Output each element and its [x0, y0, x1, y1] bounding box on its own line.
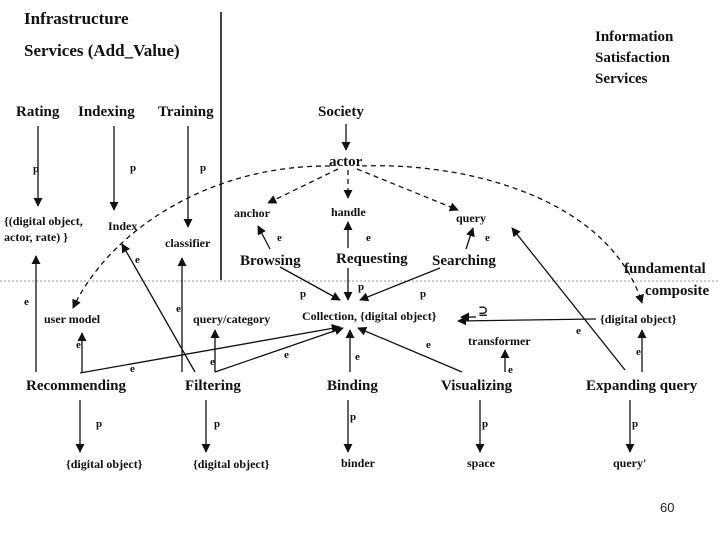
edge-actor-to-dobj-right [361, 165, 644, 304]
node-filtering: Filtering [185, 378, 241, 394]
node-query: query [456, 211, 486, 225]
edge-browsing-to-collection [279, 266, 341, 301]
heading-infrastructure: Infrastructure [24, 9, 129, 28]
edge-label-e: e [130, 363, 135, 375]
heading-satisfaction: Satisfaction [595, 50, 671, 66]
edge-label-p: p [420, 288, 426, 300]
edge-label-e: e [277, 232, 282, 244]
superset-symbol: ⊇ [478, 304, 488, 318]
node-query-prime: query' [613, 456, 646, 470]
edge-browsing-to-anchor [257, 225, 271, 250]
edge-label-p: p [358, 281, 364, 293]
edge-expanding-to-query [511, 227, 626, 371]
node-requesting: Requesting [336, 251, 408, 267]
edge-label-e: e [366, 232, 371, 244]
edge-label-e: e [24, 296, 29, 308]
edge-label-e: e [576, 325, 581, 337]
edge-label-e: e [485, 232, 490, 244]
edge-label-p: p [96, 418, 102, 430]
node-expanding-query: Expanding query [586, 378, 698, 394]
edge-label-p: p [33, 163, 39, 175]
node-output-recommending: {digital object} [66, 457, 143, 471]
edge-label-p: p [350, 411, 356, 423]
node-query-category: query/category [193, 312, 270, 326]
edge-label-p: p [214, 418, 220, 430]
label-composite: composite [645, 283, 709, 299]
node-handle: handle [331, 205, 366, 219]
edge-label-e: e [176, 303, 181, 315]
node-index: Index [108, 219, 137, 233]
node-dobj-right: {digital object} [600, 312, 677, 326]
heading-information: Information [595, 29, 674, 45]
node-binder: binder [341, 456, 376, 470]
node-training: Training [158, 104, 214, 120]
heading-services: Services [595, 71, 648, 87]
node-binding: Binding [327, 378, 378, 394]
edge-label-p: p [482, 418, 488, 430]
node-actor: actor [329, 154, 363, 170]
node-searching: Searching [432, 253, 496, 269]
node-dobj-actor-rate: {(digital object, [4, 214, 83, 228]
edge-label-e: e [508, 364, 513, 376]
node-dobj-actor-rate-line2: actor, rate) } [4, 230, 68, 244]
node-collection: Collection, {digital object} [302, 309, 437, 323]
heading-services-add-value: Services (Add_Value) [24, 41, 180, 60]
edge-label-p: p [632, 418, 638, 430]
edge-label-e: e [426, 339, 431, 351]
node-anchor: anchor [234, 206, 271, 220]
edge-label-e: e [210, 356, 215, 368]
edge-searching-to-query [465, 227, 475, 250]
node-society: Society [318, 104, 364, 120]
label-fundamental: fundamental [624, 261, 706, 277]
edge-actor-to-user-model [72, 165, 331, 309]
edge-actor-to-query [356, 168, 459, 212]
edge-label-e: e [135, 254, 140, 266]
node-classifier: classifier [165, 236, 211, 250]
edge-label-p: p [300, 288, 306, 300]
node-visualizing: Visualizing [441, 378, 513, 394]
node-user-model: user model [44, 312, 101, 326]
node-indexing: Indexing [78, 104, 135, 120]
node-space: space [467, 456, 496, 470]
edge-visualizing-to-collection [357, 327, 463, 373]
node-transformer: transformer [468, 334, 531, 348]
edge-label-e: e [636, 346, 641, 358]
edge-label-e: e [76, 339, 81, 351]
node-output-filtering: {digital object} [193, 457, 270, 471]
node-rating: Rating [16, 104, 60, 120]
edge-label-e: e [284, 349, 289, 361]
node-browsing: Browsing [240, 253, 301, 269]
edge-searching-to-collection [359, 267, 441, 302]
edge-filtering-to-collection [214, 326, 344, 373]
page-number: 60 [660, 500, 674, 515]
edge-label-p: p [200, 162, 206, 174]
edge-label-e: e [355, 351, 360, 363]
edge-actor-to-anchor [267, 168, 339, 204]
edge-expanding-to-collection [457, 316, 597, 326]
edge-recommending-to-collection [79, 323, 341, 374]
node-recommending: Recommending [26, 378, 126, 394]
edge-label-p: p [130, 162, 136, 174]
edge-filtering-to-index [121, 243, 196, 373]
